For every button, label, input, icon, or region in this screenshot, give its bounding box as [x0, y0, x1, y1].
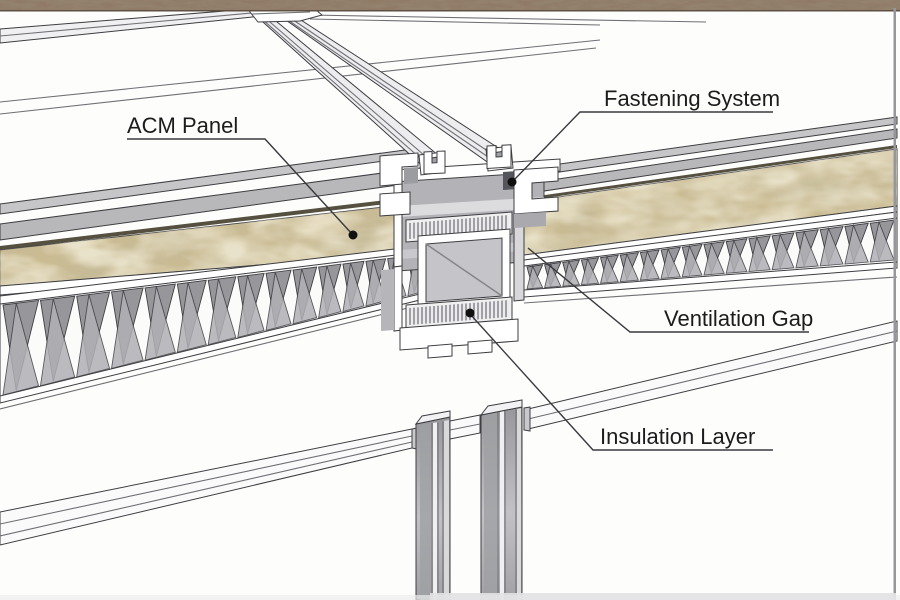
insulation-strip-lower [409, 300, 509, 325]
corrugation-right [526, 219, 895, 290]
corrugation-left [2, 253, 426, 396]
acm-panel-dot [348, 230, 358, 240]
top-concrete-strip [0, 0, 900, 12]
fastening-system-leader [513, 111, 773, 181]
horizontal-rail-right [523, 320, 898, 432]
acm-panel-leader [127, 138, 354, 236]
fastening-system-label: Fastening System [604, 86, 780, 111]
vertical-mullion-left [414, 410, 451, 600]
ventilation-gap-leader [527, 247, 809, 333]
fastening-system-dot [507, 177, 517, 187]
vertical-mullion-right [479, 399, 523, 600]
acm-panel-label: ACM Panel [127, 113, 238, 138]
fastening-profile [379, 144, 561, 359]
corrugated-spacer-right [523, 211, 898, 304]
bottom-edge-shade-right [430, 593, 896, 600]
annotation-acm-panel: ACM Panel [127, 113, 358, 240]
insulation-layer-leader [469, 313, 773, 451]
insulation-layer-dot [465, 308, 475, 318]
insulation-layer-label: Insulation Layer [600, 424, 755, 449]
annotation-ventilation-gap: Ventilation Gap [527, 247, 813, 333]
right-edge-line [893, 8, 896, 600]
ventilation-gap-label: Ventilation Gap [664, 306, 813, 331]
annotation-fastening-system: Fastening System [507, 86, 780, 187]
ceiling-rails [0, 0, 707, 170]
annotation-insulation-layer: Insulation Layer [465, 308, 773, 451]
corrugated-spacer-left [0, 244, 429, 410]
